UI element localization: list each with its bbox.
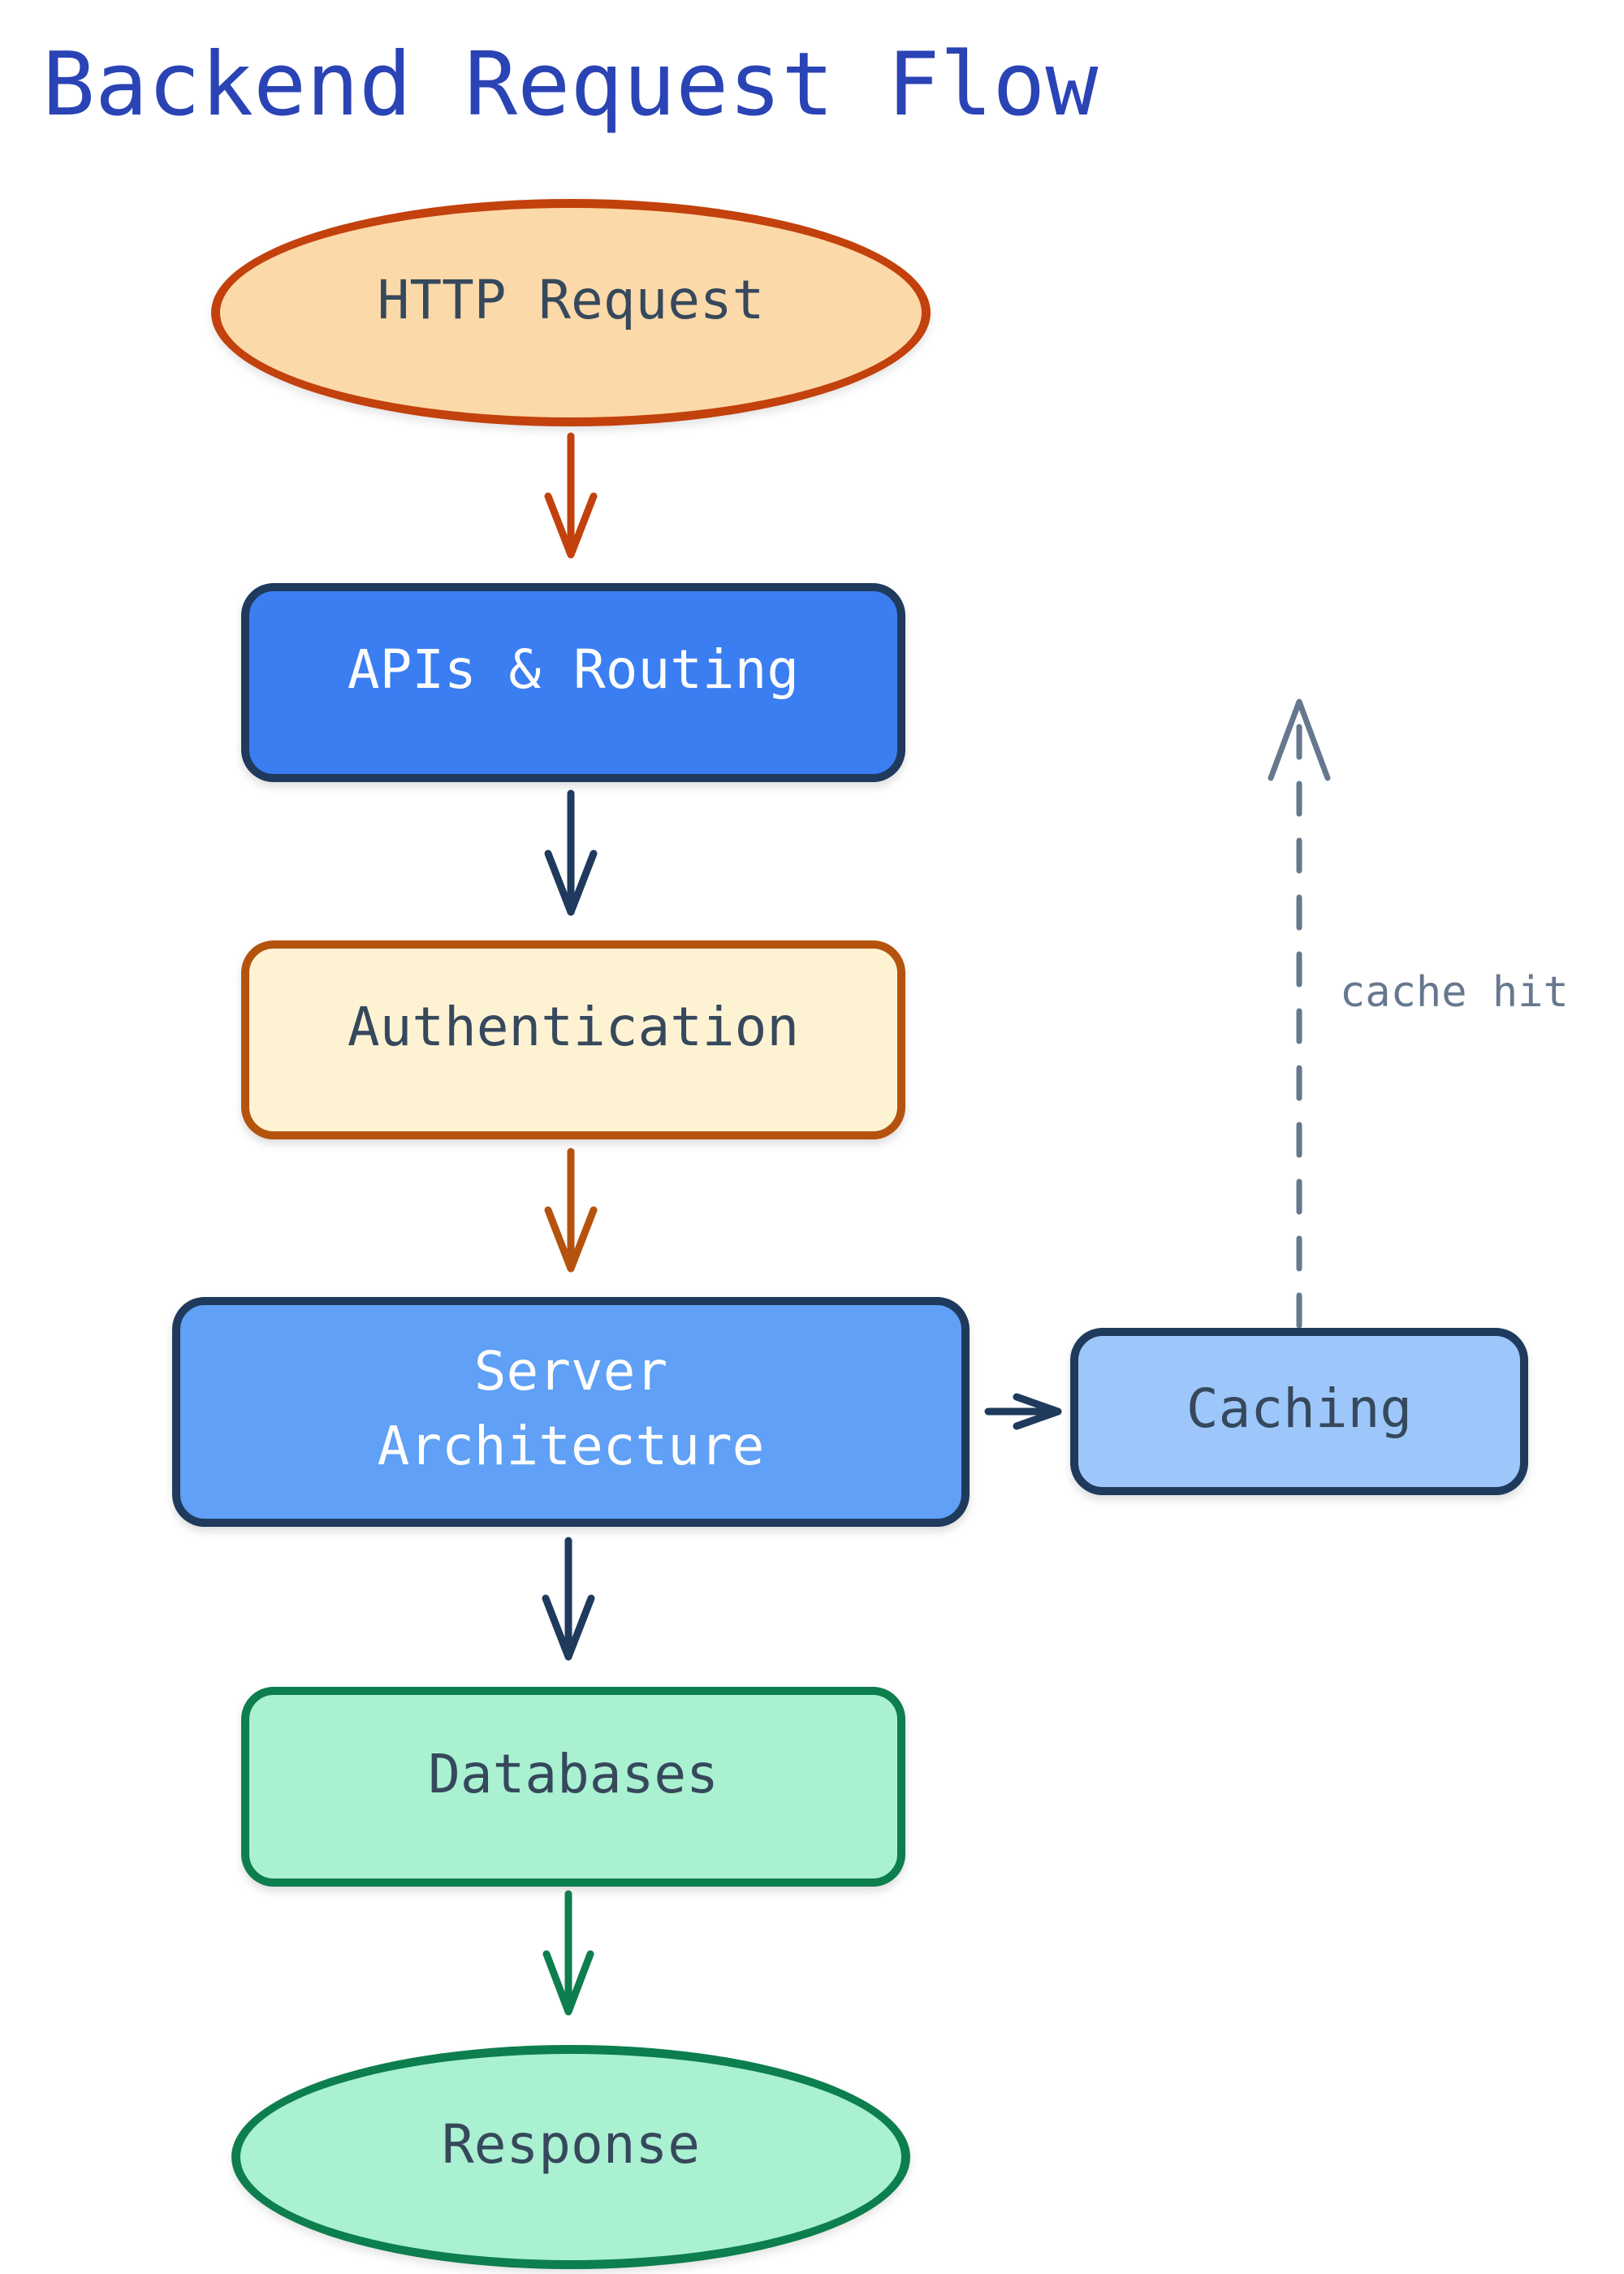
arrow-apis-to-auth bbox=[544, 789, 598, 916]
arrow-http-to-apis bbox=[544, 432, 598, 559]
node-server-architecture-label: Server Architecture bbox=[378, 1334, 765, 1482]
arrow-auth-to-server bbox=[544, 1148, 598, 1273]
arrow-server-to-caching bbox=[984, 1393, 1062, 1430]
cache-hit-edge-label: cache hit bbox=[1340, 968, 1569, 1017]
node-http-request: HTTP Request bbox=[211, 199, 931, 426]
arrow-cache-hit-dashed bbox=[1268, 698, 1331, 1329]
node-server-architecture-line1: Server bbox=[473, 1340, 668, 1403]
arrow-server-to-databases bbox=[542, 1537, 595, 1661]
node-databases: Databases bbox=[241, 1687, 905, 1887]
node-authentication: Authentication bbox=[241, 940, 905, 1139]
node-response: Response bbox=[231, 2045, 910, 2269]
node-apis-routing: APIs & Routing bbox=[241, 583, 905, 782]
node-caching-label: Caching bbox=[1186, 1377, 1413, 1440]
node-databases-label: Databases bbox=[428, 1742, 719, 1805]
node-server-architecture-line2: Architecture bbox=[377, 1414, 765, 1477]
node-apis-routing-label: APIs & Routing bbox=[347, 638, 800, 701]
arrow-databases-to-response bbox=[542, 1890, 594, 2016]
node-response-label: Response bbox=[442, 2112, 700, 2176]
node-caching: Caching bbox=[1070, 1328, 1528, 1495]
node-http-request-label: HTTP Request bbox=[377, 268, 765, 331]
node-authentication-label: Authentication bbox=[347, 996, 800, 1058]
node-server-architecture: Server Architecture bbox=[172, 1297, 970, 1527]
diagram-title: Backend Request Flow bbox=[42, 34, 1099, 136]
